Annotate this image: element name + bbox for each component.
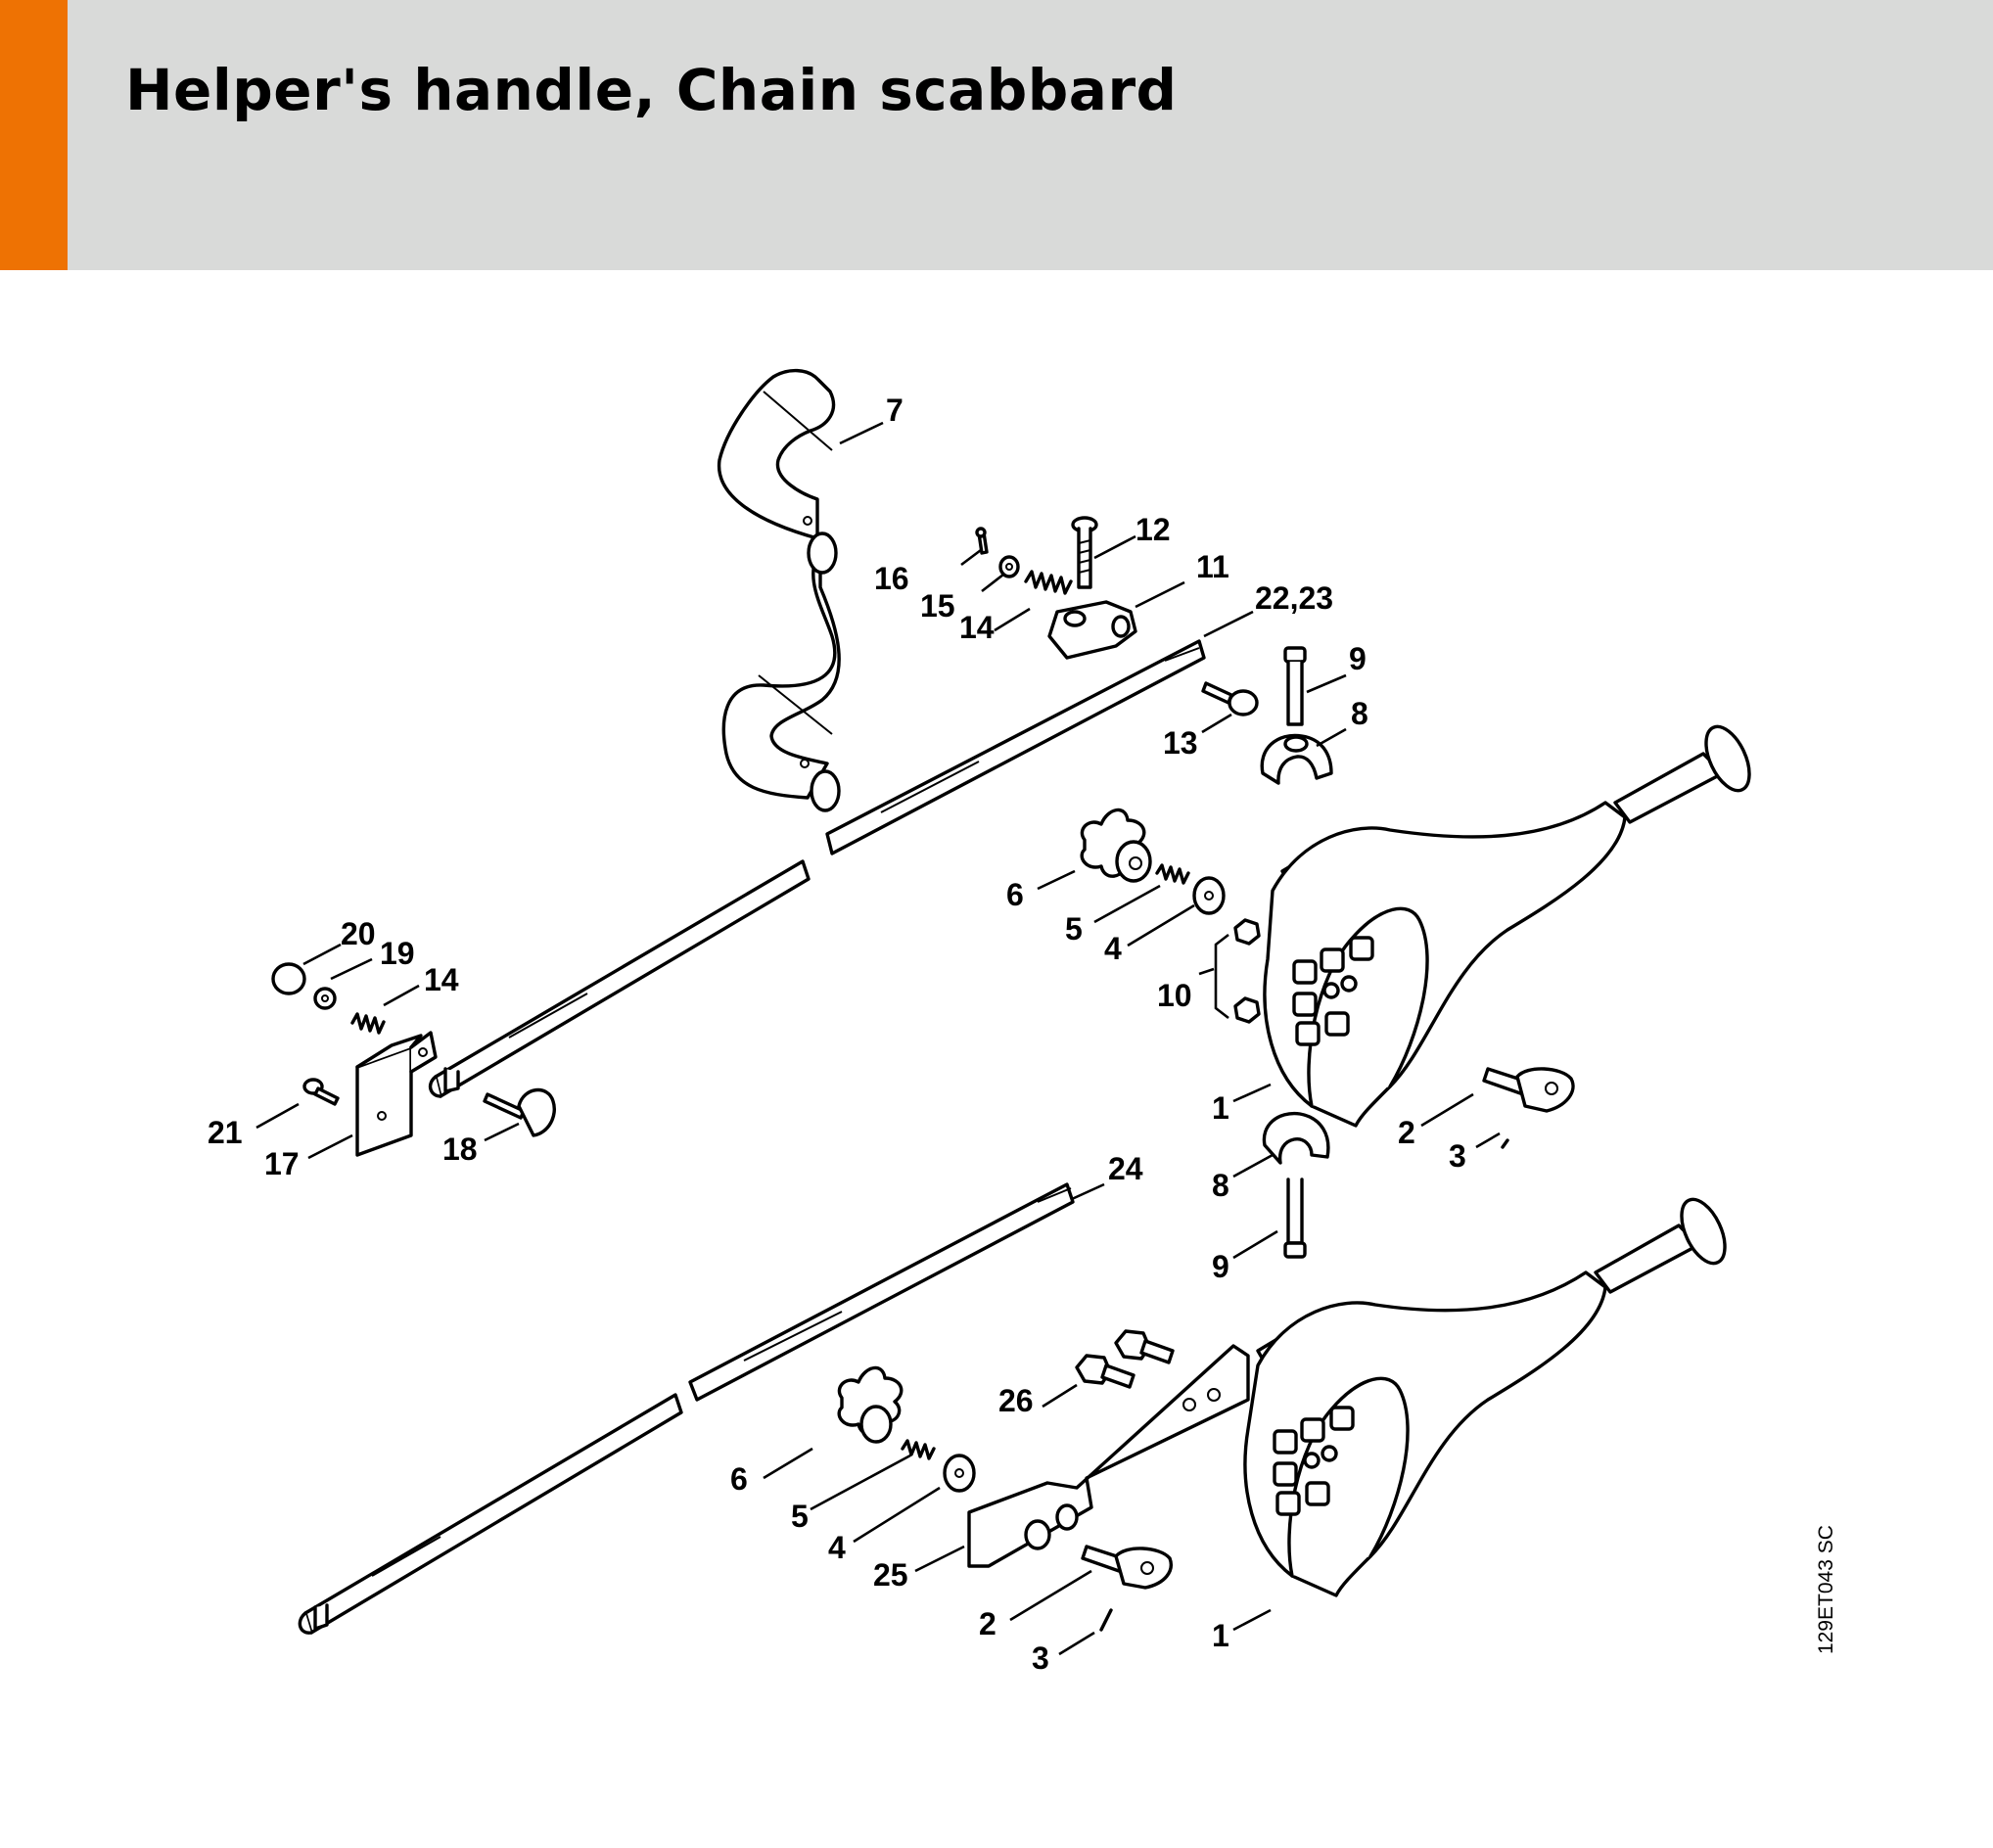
label-14-left: 14 <box>424 962 459 997</box>
upper-scabbard-part <box>1263 724 1751 1128</box>
label-16: 16 <box>874 561 909 596</box>
small-parts-lower <box>837 1329 1250 1632</box>
lower-rod-part <box>298 1182 1075 1635</box>
page-title: Helper's handle, Chain scabbard <box>125 57 1178 123</box>
small-parts-left <box>271 962 556 1157</box>
label-25: 25 <box>873 1557 908 1593</box>
label-9-lower: 9 <box>1212 1249 1229 1284</box>
leader-lines <box>255 421 1501 1656</box>
orange-accent-bar <box>0 0 68 270</box>
label-24: 24 <box>1108 1151 1143 1186</box>
upper-rod-part <box>428 639 1206 1098</box>
label-20: 20 <box>341 916 376 951</box>
label-18: 18 <box>442 1132 478 1167</box>
label-1-upper: 1 <box>1212 1090 1229 1126</box>
label-1-lower: 1 <box>1212 1618 1229 1653</box>
label-22-23: 22,23 <box>1255 580 1333 616</box>
label-11: 11 <box>1196 549 1229 584</box>
label-8-upper: 8 <box>1351 696 1368 731</box>
label-4-upper: 4 <box>1104 931 1122 966</box>
header-band <box>0 0 1993 270</box>
label-9-upper: 9 <box>1349 641 1367 676</box>
lower-scabbard-part <box>1243 1197 1727 1597</box>
label-8-lower: 8 <box>1212 1168 1229 1203</box>
label-14-upper: 14 <box>959 610 995 645</box>
label-5-lower: 5 <box>791 1499 809 1534</box>
label-15: 15 <box>920 588 955 624</box>
label-2-lower: 2 <box>979 1606 996 1641</box>
label-3-lower: 3 <box>1032 1640 1049 1676</box>
label-7: 7 <box>886 393 904 428</box>
label-12: 12 <box>1136 512 1171 547</box>
label-21: 21 <box>208 1115 243 1150</box>
label-3-upper: 3 <box>1449 1138 1466 1174</box>
label-4-lower: 4 <box>828 1530 846 1565</box>
label-17: 17 <box>264 1146 300 1181</box>
label-2-upper: 2 <box>1398 1115 1415 1150</box>
helper-handle-part <box>717 368 841 812</box>
drawing-code: 129ET043 SC <box>1815 1525 1837 1654</box>
label-5-upper: 5 <box>1065 911 1083 947</box>
label-26: 26 <box>998 1383 1034 1418</box>
small-parts-upper <box>975 516 1575 1259</box>
label-19: 19 <box>380 936 415 971</box>
label-6-lower: 6 <box>730 1461 748 1497</box>
label-10: 10 <box>1157 978 1192 1013</box>
label-13: 13 <box>1163 725 1198 761</box>
label-6-upper: 6 <box>1006 877 1024 912</box>
position-labels: 7 12 16 11 15 14 22,23 9 8 13 6 5 4 10 2… <box>208 393 1466 1676</box>
